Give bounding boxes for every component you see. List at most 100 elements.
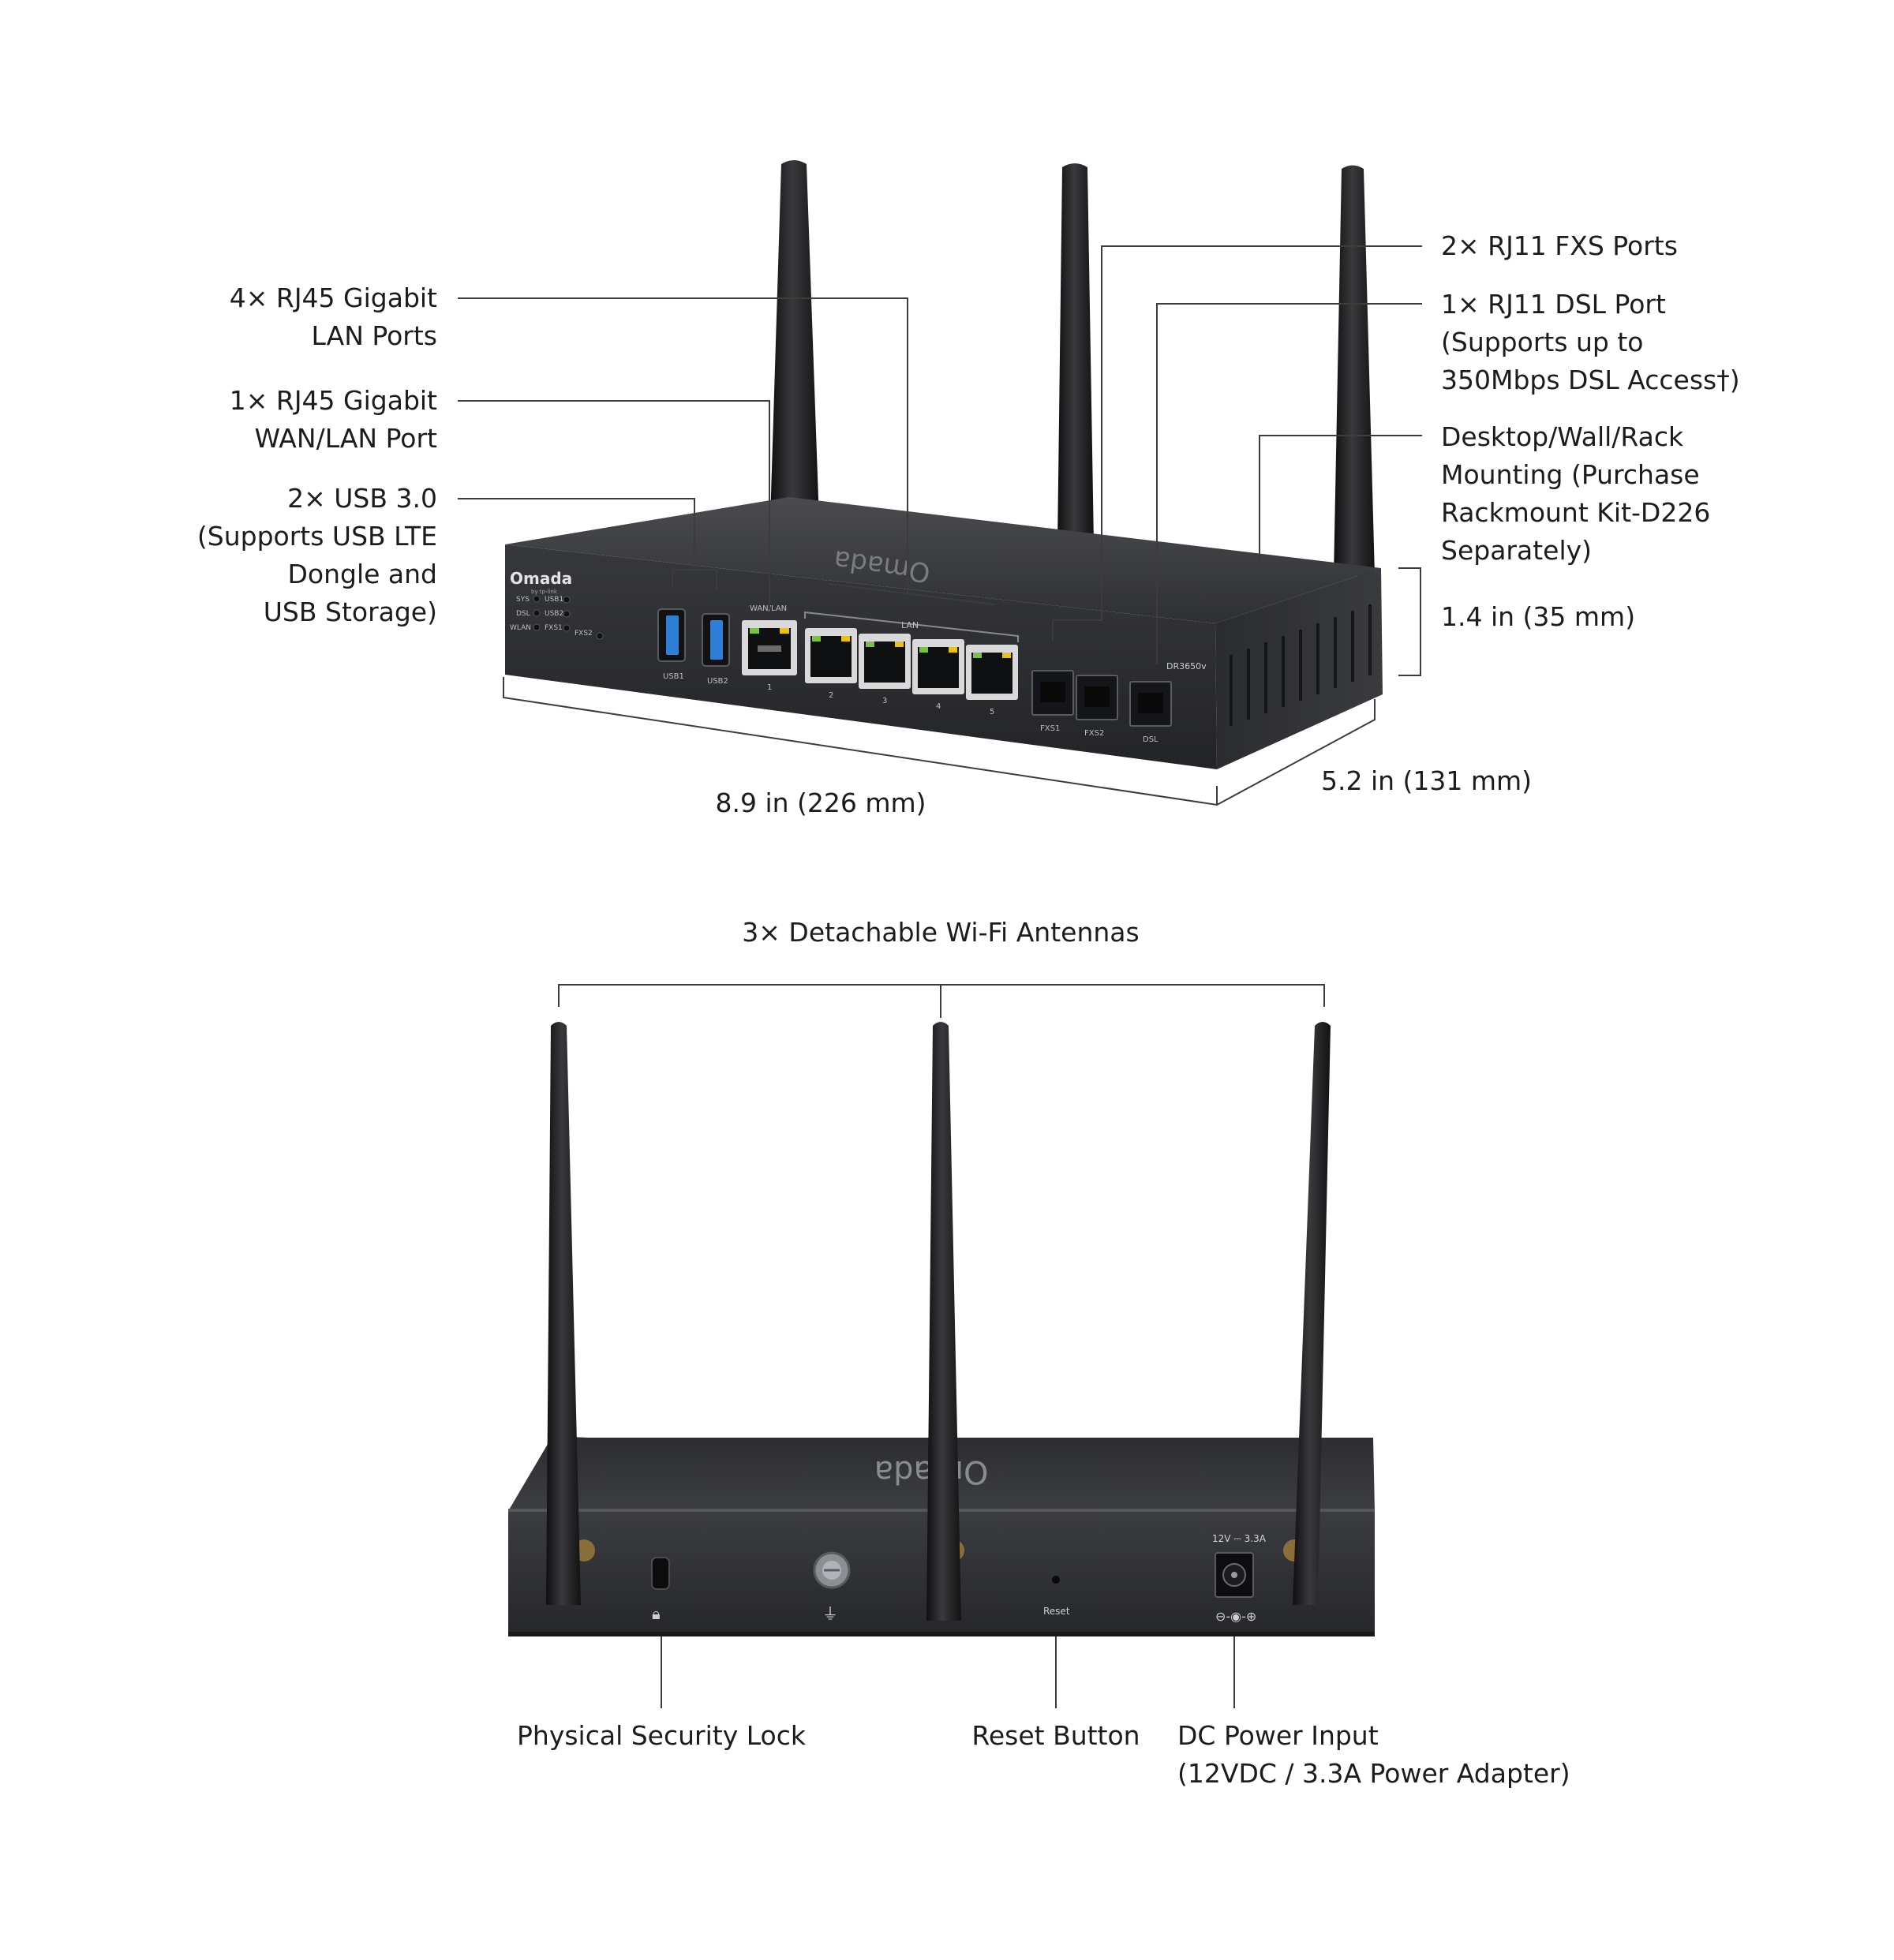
fxs-port-2: [1076, 675, 1118, 720]
dimension-lines: [503, 567, 1421, 806]
callout-dsl-line-1: 1× RJ11 DSL Port: [1441, 289, 1666, 320]
front-body-top: [505, 497, 1381, 623]
callout-dc-power: DC Power Input (12VDC / 3.3A Power Adapt…: [1177, 1717, 1570, 1793]
leader-fxs: [1101, 245, 1422, 620]
led-label-sys: SYS: [516, 596, 530, 604]
callout-lan-ports: 4× RJ45 Gigabit LAN Ports: [230, 279, 437, 355]
led-label-fxs1: FXS1: [545, 624, 563, 632]
dim-height: [1398, 567, 1421, 676]
rear-antenna-right: [1293, 1022, 1331, 1605]
port-number-5: 5: [990, 708, 994, 716]
reset-hole: [1052, 1576, 1060, 1584]
leader-mount: [1259, 435, 1422, 578]
front-antenna-left: [770, 160, 819, 521]
dsl-port: [1129, 681, 1172, 727]
front-brand-sub: by tp-link: [531, 589, 558, 595]
callout-usb-line-4: USB Storage): [263, 597, 437, 627]
callout-usb-line-2: (Supports USB LTE: [197, 521, 437, 552]
callout-usb-line-1: 2× USB 3.0: [287, 483, 437, 514]
lan-port-2: [805, 628, 857, 683]
callout-wan-line-1: 1× RJ45 Gigabit: [229, 385, 437, 416]
security-lock-slot: [651, 1557, 670, 1590]
led-dsl-icon: [533, 609, 541, 617]
lock-icon: 🔒︎: [652, 1604, 661, 1623]
port-number-2: 2: [829, 691, 833, 700]
led-label-usb2: USB2: [545, 610, 563, 618]
leader-lan: [458, 297, 995, 605]
front-antenna-middle: [1057, 163, 1094, 544]
callout-mount-line-4: Separately): [1441, 535, 1593, 566]
callout-usb-line-3: Dongle and: [287, 559, 437, 589]
callout-mount-line-1: Desktop/Wall/Rack: [1441, 421, 1684, 452]
dim-width: [503, 677, 1218, 806]
led-usb2-icon: [563, 610, 571, 618]
dimension-width-text: 8.9 in (226 mm): [715, 787, 926, 818]
dc-power-jack: [1215, 1552, 1254, 1598]
led-fxs2-icon: [596, 632, 604, 640]
rear-leader-lines: [661, 1636, 1235, 1708]
ground-icon: ⏚: [822, 1604, 838, 1623]
leader-wan: [458, 400, 770, 609]
port-number-4: 4: [936, 702, 941, 711]
lan-port-3: [859, 634, 911, 689]
port-number-1: 1: [767, 683, 772, 692]
reset-label: Reset: [1043, 1606, 1070, 1617]
usb-port-1: [657, 608, 686, 662]
fxs-port-1-label: FXS1: [1040, 724, 1060, 733]
rear-view: Omada 🔒︎ ⏚ Reset 12V ⎓ 3.3A: [508, 984, 1375, 1708]
callout-fxs-ports: 2× RJ11 FXS Ports: [1441, 227, 1678, 265]
dim-depth: [1216, 699, 1376, 806]
side-vents: [1230, 604, 1372, 726]
led-panel: SYS DSL WLAN USB1 USB2 FXS1 FXS2: [510, 595, 604, 640]
callout-dsl-port: 1× RJ11 DSL Port (Supports up to 350Mbps…: [1441, 286, 1740, 399]
callout-reset-button: Reset Button: [938, 1717, 1174, 1755]
port-number-3: 3: [882, 697, 887, 705]
front-antenna-right: [1334, 165, 1375, 576]
dimension-height-label: 1.4 in (35 mm): [1441, 598, 1635, 636]
callout-wan-line-2: WAN/LAN Port: [254, 423, 437, 454]
callout-lan-line-1: 4× RJ45 Gigabit: [229, 282, 437, 313]
rear-antenna-middle: [926, 1022, 961, 1621]
led-label-usb1: USB1: [545, 596, 563, 604]
callout-fxs-line-1: 2× RJ11 FXS Ports: [1441, 230, 1678, 261]
callout-mounting: Desktop/Wall/Rack Mounting (Purchase Rac…: [1441, 418, 1710, 570]
callout-dsl-line-2: (Supports up to: [1441, 327, 1644, 357]
callout-dsl-line-3: 350Mbps DSL Access†): [1441, 365, 1740, 395]
callout-antennas-text: 3× Detachable Wi-Fi Antennas: [742, 917, 1140, 948]
callout-reset-text: Reset Button: [971, 1720, 1140, 1751]
callout-antennas: 3× Detachable Wi-Fi Antennas: [704, 914, 1177, 952]
led-fxs1-icon: [563, 624, 571, 632]
led-label-wlan: WLAN: [510, 624, 531, 632]
fxs-port-2-label: FXS2: [1084, 729, 1104, 738]
wan-port: [742, 620, 797, 675]
wan-label: WAN/LAN: [750, 604, 787, 613]
led-label-dsl: DSL: [516, 610, 530, 618]
fxs-port-1: [1031, 670, 1074, 716]
led-label-fxs2: FXS2: [575, 630, 593, 638]
lan-port-5: [966, 645, 1018, 700]
front-brand-logo: Omada: [510, 569, 572, 588]
callout-power-line-2: (12VDC / 3.3A Power Adapter): [1177, 1758, 1570, 1789]
power-rating-label: 12V ⎓ 3.3A: [1212, 1533, 1267, 1544]
usb-port-1-label: USB1: [663, 672, 684, 681]
dimension-depth-label: 5.2 in (131 mm): [1321, 762, 1532, 800]
led-usb1-icon: [563, 596, 571, 604]
callout-security-lock: Physical Security Lock: [503, 1717, 819, 1755]
front-leader-lines: [458, 245, 1422, 664]
front-view: Omada Omada by tp-link DR3650v SYS DSL W…: [458, 160, 1422, 806]
ground-screw: [813, 1551, 851, 1589]
leader-dsl: [1156, 303, 1422, 664]
led-wlan-icon: [533, 623, 541, 631]
dsl-port-label: DSL: [1143, 735, 1158, 744]
usb-port-2-label: USB2: [707, 677, 728, 686]
callout-lan-line-2: LAN Ports: [311, 320, 437, 351]
dimension-depth-text: 5.2 in (131 mm): [1321, 765, 1533, 796]
dimension-width-label: 8.9 in (226 mm): [694, 784, 947, 822]
usb-port-2: [702, 613, 730, 667]
lan-bracket: [804, 611, 1019, 642]
lan-label: LAN: [901, 620, 919, 630]
led-sys-icon: [533, 595, 541, 603]
model-label: DR3650v: [1166, 661, 1207, 671]
polarity-icon: ⊖-◉-⊕: [1215, 1609, 1256, 1624]
